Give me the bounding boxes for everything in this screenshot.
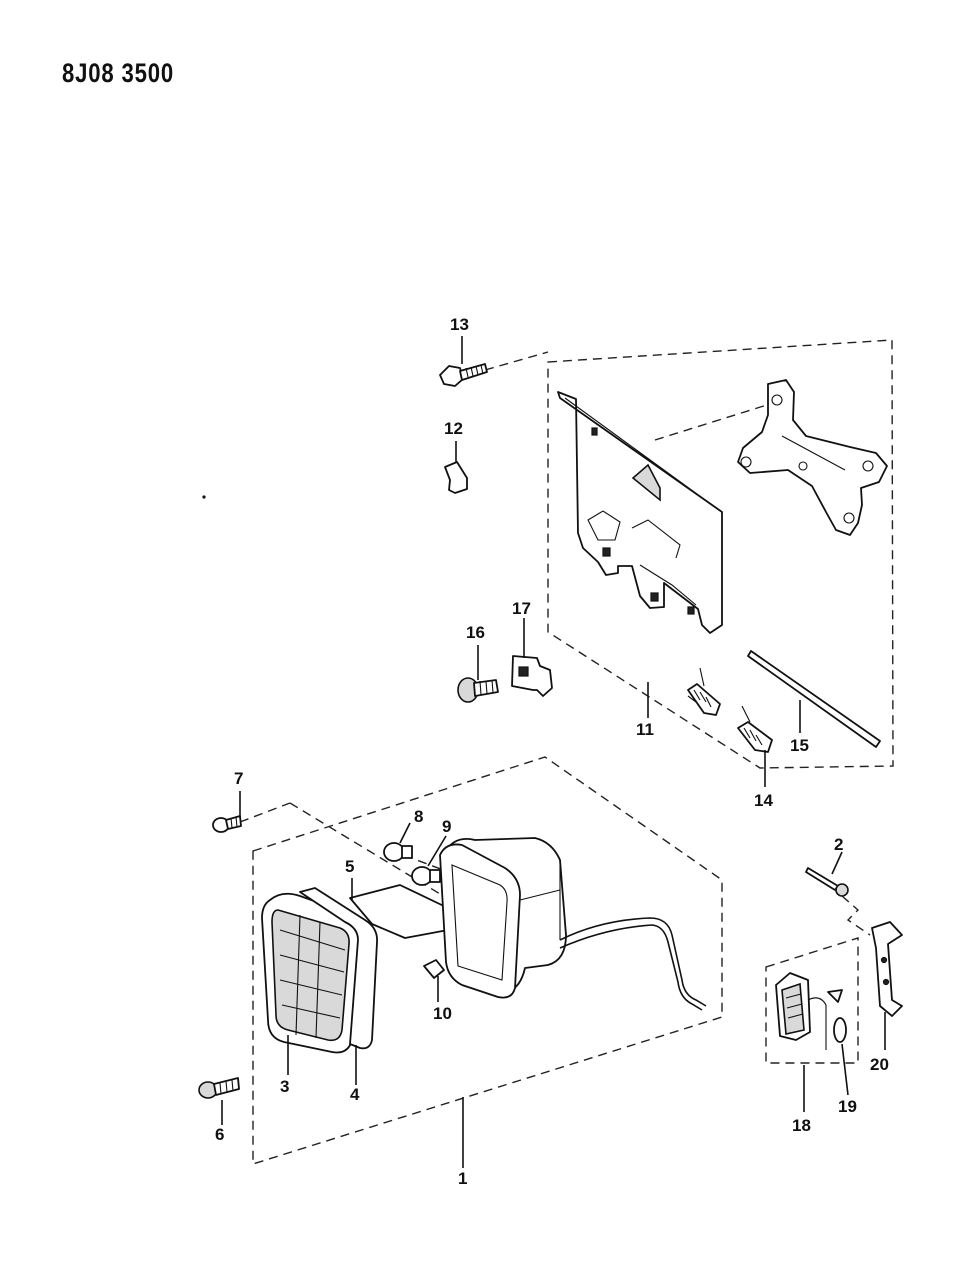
screw-2-path [841, 895, 871, 936]
callout-10: 10 [433, 1004, 452, 1023]
leader-19 [841, 1043, 849, 1096]
bolt-13 [439, 363, 488, 387]
leader-8 [399, 822, 411, 844]
stray-dot [202, 495, 206, 499]
screw-7 [212, 815, 242, 833]
callout-13: 13 [450, 315, 469, 334]
callout-1: 1 [458, 1169, 467, 1188]
license-lamp-outline [765, 937, 859, 1064]
springs-14 [687, 667, 773, 753]
leader-9 [427, 835, 447, 867]
callout-16: 16 [466, 623, 485, 642]
lamp-wiring [559, 917, 707, 1007]
callout-2: 2 [834, 835, 843, 854]
callout-17: 17 [512, 599, 531, 618]
bulb-9 [411, 866, 441, 886]
gasket-4 [299, 887, 378, 1050]
lamp-housing [439, 837, 567, 999]
callout-14: 14 [754, 791, 773, 810]
leader-2 [831, 851, 843, 875]
bulb-10 [423, 959, 445, 979]
callout-9: 9 [442, 817, 451, 836]
lamp-leader-line-inner [289, 802, 451, 901]
clip-nut-17 [511, 655, 553, 697]
screw-2 [805, 867, 849, 897]
lens-3 [261, 892, 362, 1054]
callout-11: 11 [636, 720, 654, 739]
callout-4: 4 [350, 1085, 360, 1104]
callout-6: 6 [215, 1125, 224, 1144]
callout-5: 5 [345, 857, 354, 876]
callout-8: 8 [414, 807, 423, 826]
lamp-assembly-outline [252, 756, 723, 1165]
bracket-leader-line [484, 351, 549, 371]
screw-16 [457, 677, 499, 703]
callout-19: 19 [838, 1097, 857, 1116]
license-bracket [557, 391, 723, 634]
bracket-assembly-outline [547, 339, 894, 769]
lamp-wiring-2 [559, 924, 703, 1011]
mount-leader-line [654, 403, 771, 441]
callout-15: 15 [790, 736, 809, 755]
callout-12: 12 [444, 419, 463, 438]
nut-12 [444, 461, 468, 494]
callout-3: 3 [280, 1077, 289, 1096]
bracket-20 [871, 921, 903, 1017]
mounting-plate [737, 379, 888, 536]
rod-15 [747, 650, 881, 748]
screw-6 [198, 1077, 240, 1099]
callout-18: 18 [792, 1116, 811, 1135]
bulb-8 [383, 842, 413, 862]
callout-20: 20 [870, 1055, 889, 1074]
callout-7: 7 [234, 769, 243, 788]
lamp-leader-line-7 [239, 802, 291, 823]
license-lamp-18 [775, 972, 827, 1050]
bulb-19 [827, 989, 847, 1043]
document-id: 8J08 3500 [62, 58, 175, 88]
